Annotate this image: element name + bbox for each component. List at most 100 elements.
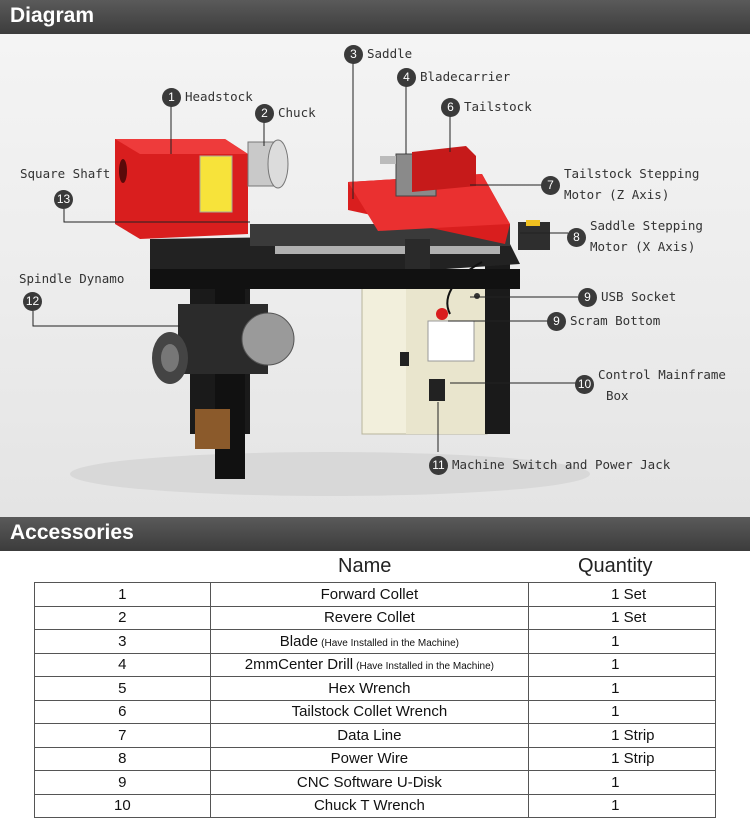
cnc-lathe-illustration [32,60,590,496]
row-name-cell: 2mmCenter Drill(Have Installed in the Ma… [209,652,530,677]
table-row: 10 Chuck T Wrench 1 [34,793,716,818]
callout-saddle-stepping-label: Saddle Stepping [590,218,703,233]
callout-headstock: 1 Headstock [162,86,253,107]
callout-number-8: 8 [567,228,586,247]
row-number: 5 [34,676,211,701]
callout-usb-socket-label: USB Socket [601,289,677,304]
accessory-name: Forward Collet [320,585,419,603]
callout-number-13: 13 [54,190,73,209]
row-name-cell: Data Line [209,723,530,748]
callout-number-9b: 9 [547,312,566,331]
callout-tailstock-stepping-label: Tailstock Stepping [564,166,700,181]
row-number: 9 [34,770,211,795]
callout-square-shaft-label: Square Shaft [20,166,111,181]
callout-machine-switch: 11 Machine Switch and Power Jack [429,454,670,475]
row-quantity: 1 [528,652,716,677]
callout-number-3: 3 [344,45,363,64]
accessory-name: Revere Collet [323,609,415,627]
accessory-name: Power Wire [330,750,409,768]
callout-bladecarrier-label: Bladecarrier [420,69,511,84]
row-name-cell: Forward Collet [209,582,530,607]
row-quantity: 1 [528,793,716,818]
row-quantity: 1 [528,699,716,724]
row-quantity: 1 [528,770,716,795]
callout-saddle-stepping-label-2: Motor (X Axis) [590,239,696,254]
column-header-quantity: Quantity [578,555,653,577]
row-quantity: 1 [528,629,716,654]
callout-bladecarrier: 4 Bladecarrier [397,66,510,87]
row-name-cell: CNC Software U-Disk [209,770,530,795]
table-row: 9 CNC Software U-Disk 1 [34,770,716,795]
row-name-cell: Tailstock Collet Wrench [209,699,530,724]
callout-headstock-label: Headstock [185,89,253,104]
callout-scram-bottom-label: Scram Bottom [570,313,661,328]
callout-spindle-dynamo: Spindle Dynamo [19,268,124,289]
callout-number-1: 1 [162,88,181,107]
table-row: 1 Forward Collet 1 Set [34,582,716,607]
accessories-header: Accessories [0,517,750,551]
accessory-name: Data Line [337,726,402,744]
accessory-name: 2mmCenter Drill [244,656,354,674]
table-row: 8 Power Wire 1 Strip [34,746,716,771]
accessory-name: CNC Software U-Disk [296,773,442,791]
accessory-note: (Have Installed in the Machine) [356,661,494,673]
accessories-section: Name Quantity 1 Forward Collet 1 Set 2 Rever… [0,551,750,833]
row-name-cell: Blade(Have Installed in the Machine) [209,629,530,654]
callout-control-mainframe-label-2: Box [606,388,629,403]
row-number: 10 [34,793,211,818]
callout-number-6: 6 [441,98,460,117]
accessory-name: Hex Wrench [328,679,411,697]
callout-chuck-label: Chuck [278,105,316,120]
diagram-title: Diagram [10,4,95,27]
diagram-header: Diagram [0,0,750,34]
callout-tailstock-stepping-label-2: Motor (Z Axis) [564,187,670,202]
callout-number-11: 11 [429,456,448,475]
row-number: 7 [34,723,211,748]
callout-number-4: 4 [397,68,416,87]
row-name-cell: Power Wire [209,746,530,771]
callout-scram-bottom: 9 Scram Bottom [547,310,660,331]
row-number: 1 [34,582,211,607]
row-quantity: 1 Set [528,582,716,607]
accessories-title: Accessories [10,521,134,544]
callout-number-12: 12 [23,292,42,311]
row-name-cell: Revere Collet [209,605,530,630]
callout-number-10: 10 [575,375,594,394]
callout-square-shaft: Square Shaft [20,163,110,184]
accessory-note: (Have Installed in the Machine) [321,637,460,649]
callout-tailstock-label: Tailstock [464,99,532,114]
accessory-name: Tailstock Collet Wrench [291,703,448,721]
row-quantity: 1 Strip [528,746,716,771]
row-number: 3 [34,629,211,654]
accessory-name: Chuck T Wrench [313,797,425,815]
row-name-cell: Hex Wrench [209,676,530,701]
row-quantity: 1 [528,676,716,701]
callout-number-7: 7 [541,176,560,195]
row-number: 8 [34,746,211,771]
callout-machine-switch-label: Machine Switch and Power Jack [452,457,671,472]
callout-control-mainframe-label: Control Mainframe [598,367,726,382]
callout-number-2: 2 [255,104,274,123]
row-number: 2 [34,605,211,630]
table-row: 5 Hex Wrench 1 [34,676,716,701]
row-name-cell: Chuck T Wrench [209,793,530,818]
accessory-name: Blade [279,632,319,650]
callout-chuck: 2 Chuck [255,102,316,123]
callout-tailstock: 6 Tailstock [441,96,532,117]
column-header-name: Name [338,555,392,577]
